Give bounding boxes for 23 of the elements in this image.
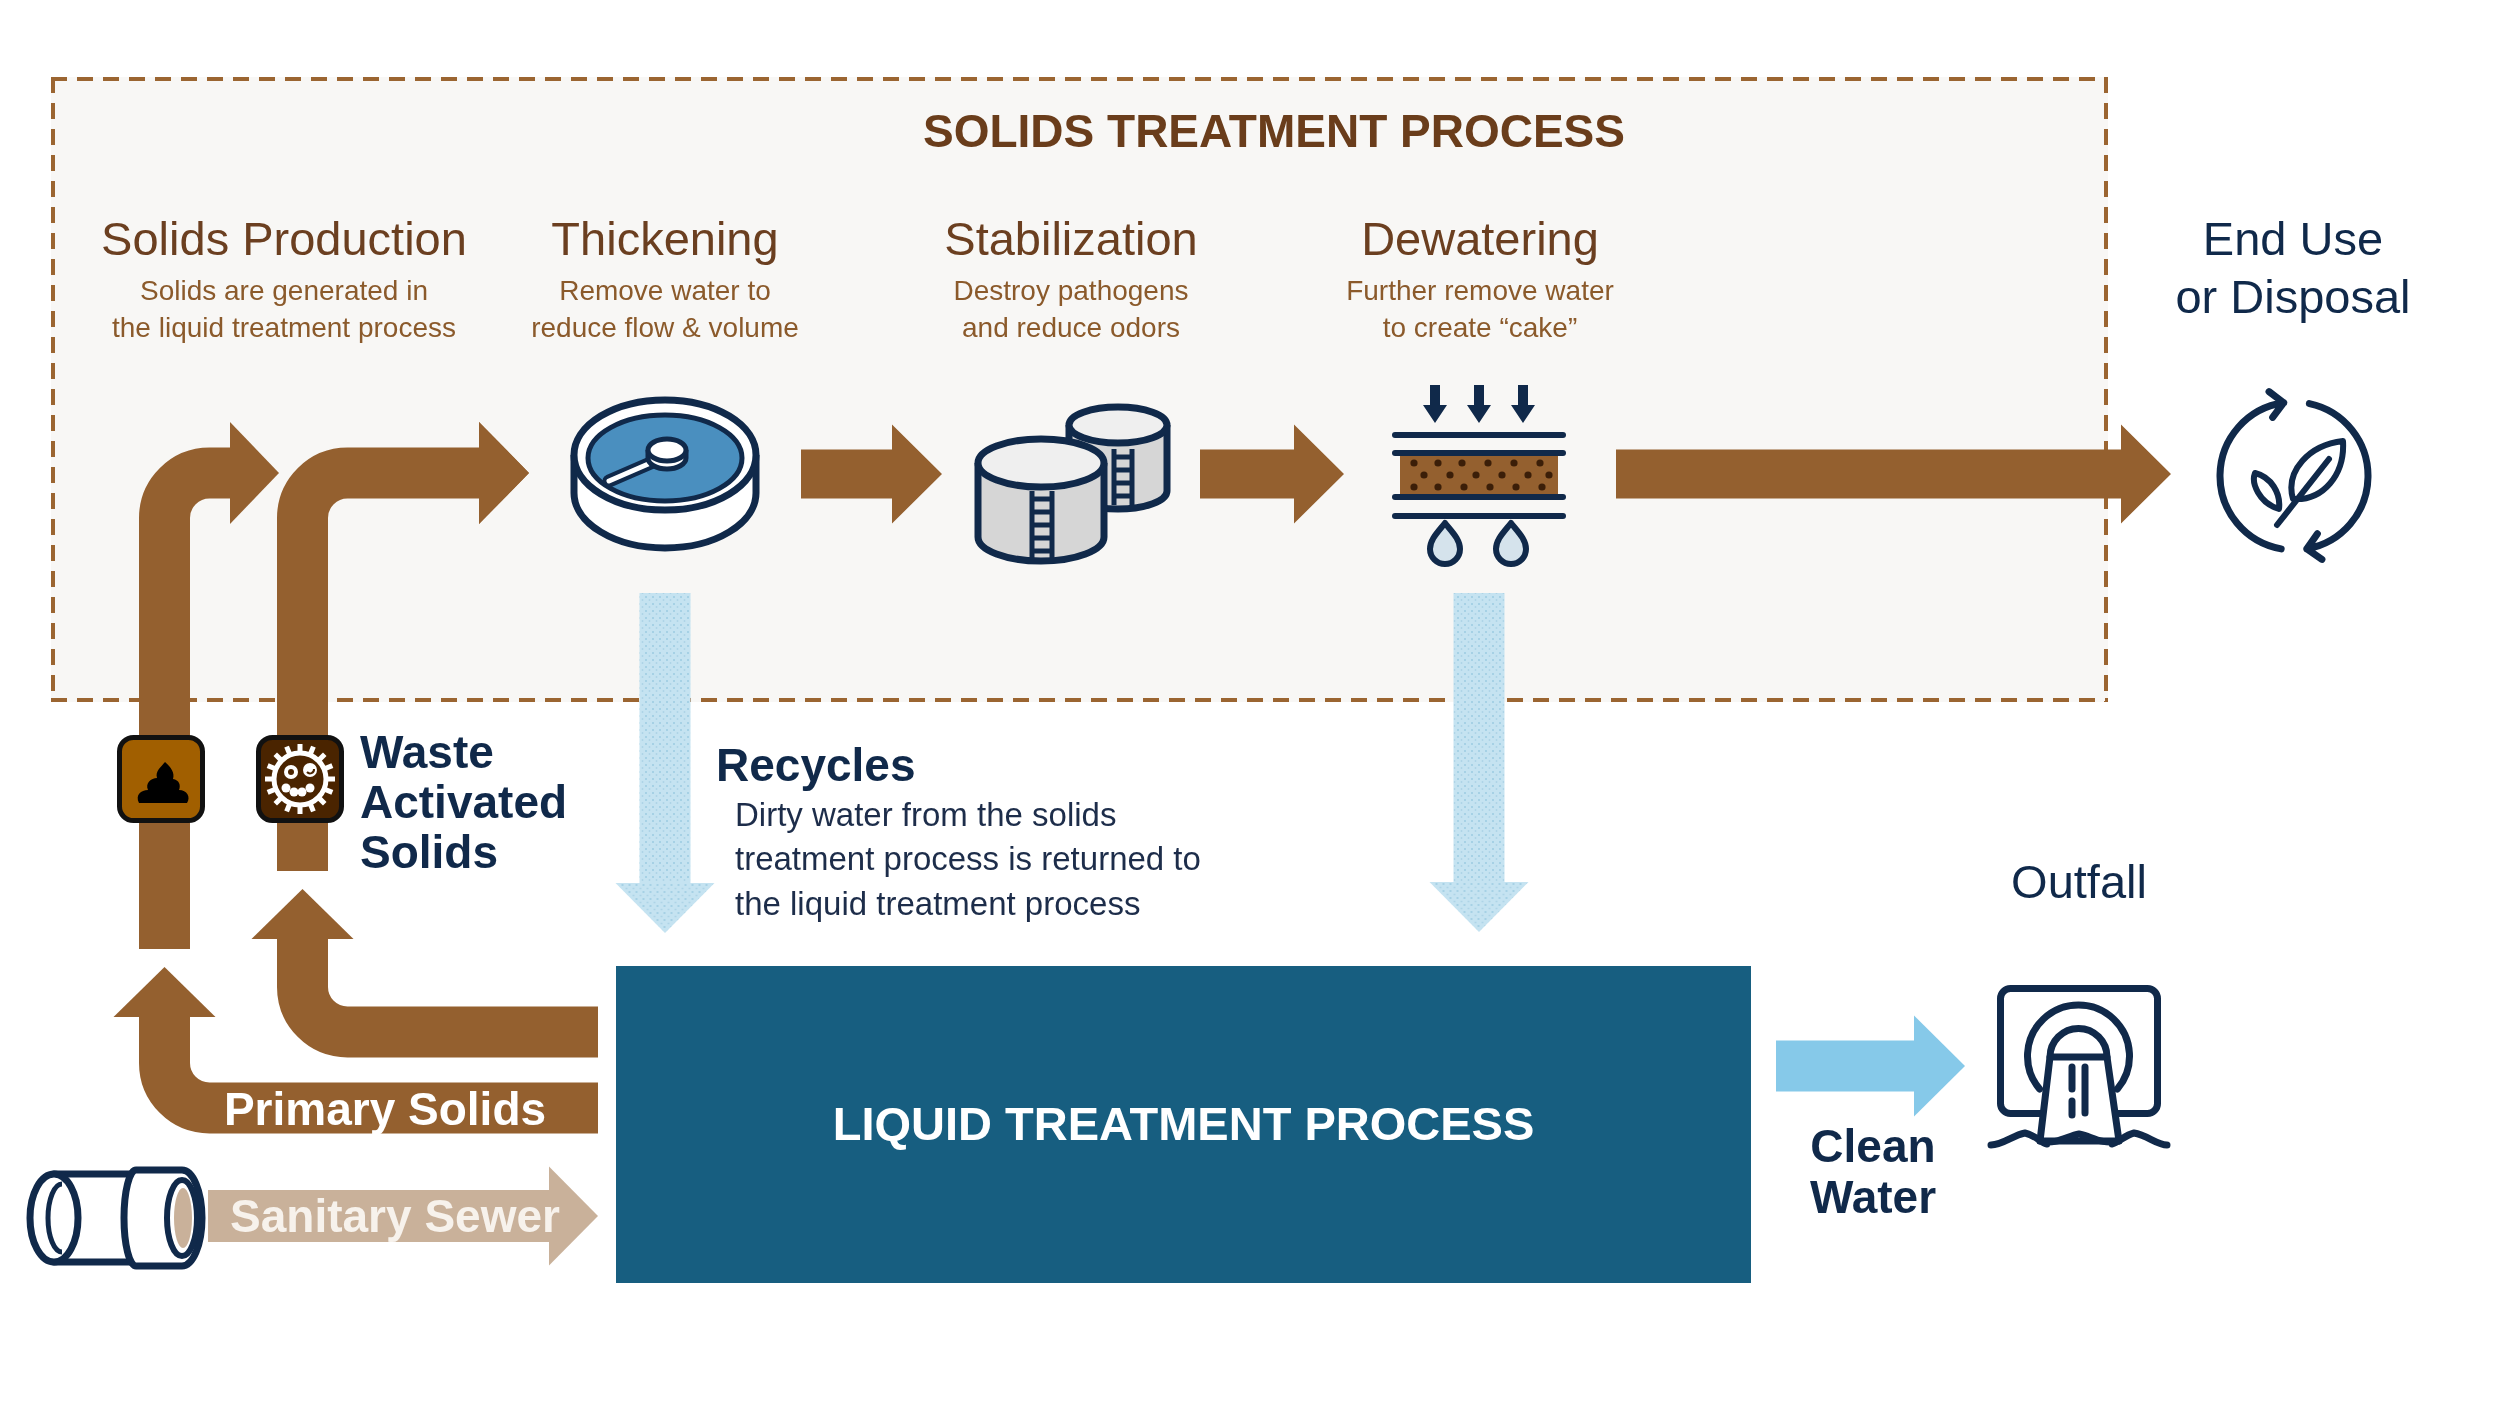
group-title: SOLIDS TREATMENT PROCESS: [923, 104, 1625, 159]
process-box: [616, 966, 1751, 1283]
stage-heading: Solids Production: [101, 211, 467, 267]
edge-label: Waste Activated Solids: [360, 727, 568, 877]
stage-description: Destroy pathogens and reduce odors: [953, 273, 1189, 345]
edge-label: Primary Solids: [223, 1083, 547, 1135]
stage-heading: Stabilization: [944, 211, 1198, 267]
stage-heading: Thickening: [551, 211, 779, 267]
flow-arrow: [1616, 424, 2171, 524]
stage-description: Solids are generated in the liquid treatment process: [112, 273, 456, 345]
flow-arrow: [801, 424, 942, 524]
stage-description: Remove water to reduce flow & volume: [531, 273, 799, 345]
stage-description: Further remove water to create “cake”: [1346, 273, 1614, 345]
note-text: Dirty water from the solids treatment process is returned to the liquid treatment process: [735, 794, 1201, 924]
stage-heading: End Use or Disposal: [2175, 211, 2411, 325]
process-title: LIQUID TREATMENT PROCESS: [832, 1096, 1535, 1152]
dashed-group-frame: [51, 77, 2108, 702]
edge-label: Clean Water: [1809, 1120, 1937, 1223]
edge-label: Sanitary Sewer: [230, 1190, 560, 1242]
stage-heading: Outfall: [2011, 854, 2147, 910]
stage-heading: Dewatering: [1361, 211, 1599, 267]
note-heading: Recycles: [716, 738, 916, 792]
flow-arrow: [1200, 424, 1344, 524]
